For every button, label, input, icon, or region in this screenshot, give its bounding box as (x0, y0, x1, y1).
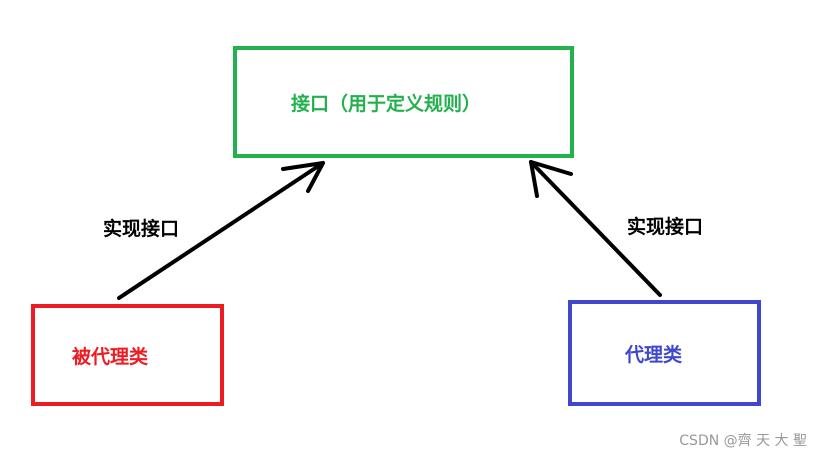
edge-label-proxy-to-interface: 实现接口 (627, 216, 704, 238)
interface-node: 接口（用于定义规则） (233, 46, 574, 158)
interface-node-label: 接口（用于定义规则） (291, 92, 482, 115)
proxy-node-label: 代理类 (625, 343, 683, 366)
edge-label-real-to-interface: 实现接口 (103, 218, 180, 240)
real-subject-node: 被代理类 (31, 304, 224, 406)
real-subject-node-label: 被代理类 (72, 345, 149, 368)
watermark: CSDN @齊 天 大 聖 (679, 433, 807, 449)
proxy-node: 代理类 (568, 300, 761, 406)
